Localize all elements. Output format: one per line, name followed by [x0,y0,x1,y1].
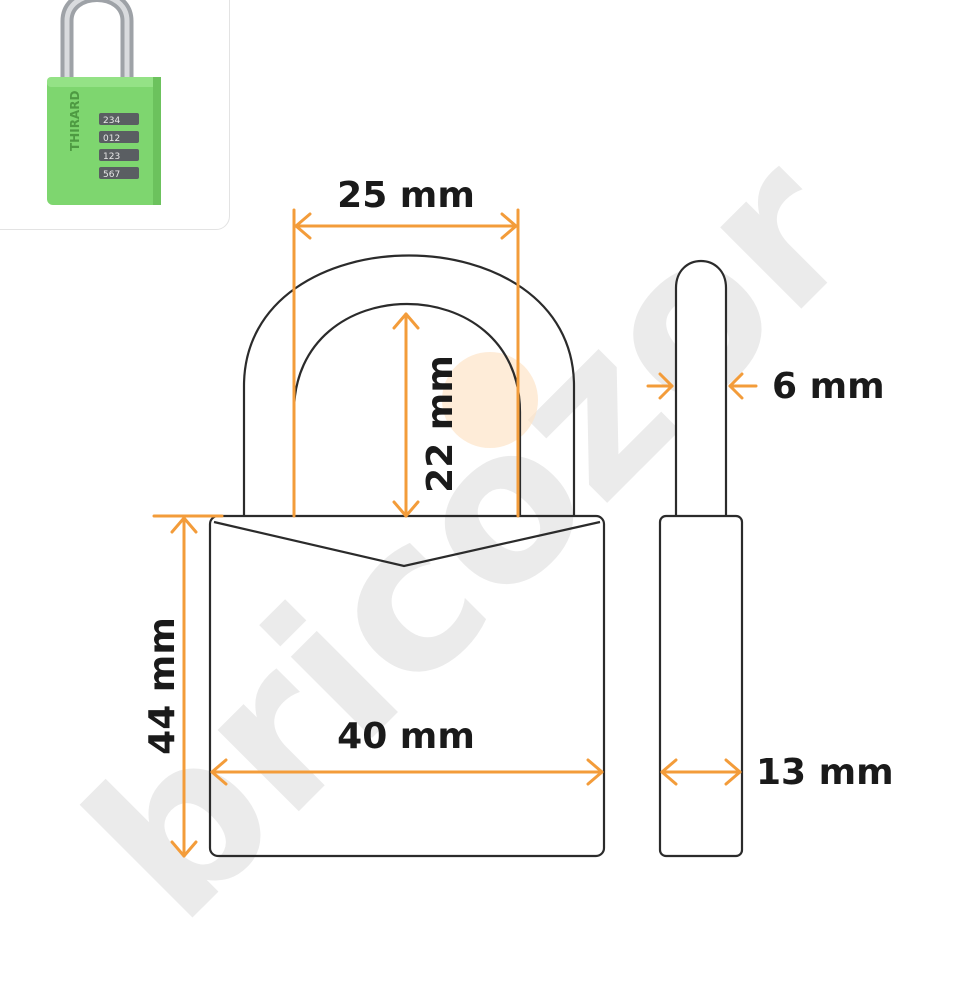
side-shackle-outline [674,259,728,516]
side-body-outline [658,514,744,858]
product-thumbnail-card[interactable]: THIRARD 234 012 123 567 [0,0,230,230]
dim-shackle-width [292,208,520,518]
thumbnail-brand: THIRARD [68,91,82,151]
dim-body-width [210,758,604,786]
label-shackle-height: 22 mm [420,355,461,493]
shackle-outer-outline [242,254,576,516]
dim-body-height [152,514,224,858]
label-body-width: 40 mm [337,716,475,757]
watermark-text: bricozor [42,110,897,965]
dial-row-1[interactable]: 234 [103,116,120,126]
shackle-inner-outline [292,303,522,516]
combination-dials: 234 012 123 567 [99,113,139,180]
padlock-body-bevel [213,520,601,568]
dial-row-4[interactable]: 567 [103,170,120,180]
dim-shackle-height [392,312,420,518]
label-body-height: 44 mm [142,617,183,755]
label-shackle-width: 25 mm [337,175,475,216]
dial-row-2[interactable]: 012 [103,134,120,144]
dim-body-thickness [660,758,742,786]
label-body-thickness: 13 mm [756,752,894,793]
dial-row-3[interactable]: 123 [103,152,120,162]
label-shackle-diameter: 6 mm [772,366,885,407]
dim-shackle-diameter [646,372,758,400]
padlock-photo: THIRARD 234 012 123 567 [47,0,161,205]
